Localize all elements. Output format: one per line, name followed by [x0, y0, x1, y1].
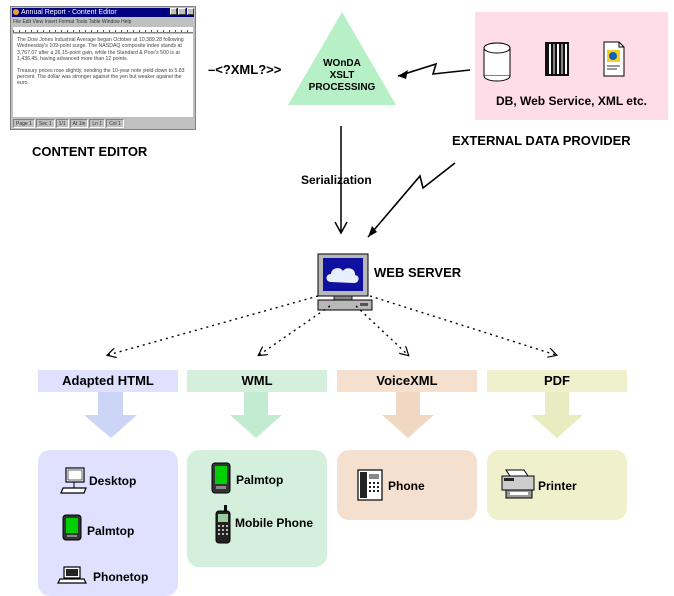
category-wml: WML	[187, 370, 327, 392]
xml-arrow-label: –<?XML?>>	[208, 62, 282, 77]
web-service-icon	[545, 42, 569, 76]
editor-menubar: File Edit View Insert Format Tools Table…	[13, 19, 132, 25]
editor-paragraph-1: The Dow Jones Industrial Average began O…	[17, 37, 184, 63]
editor-paragraph-2: Treasury prices rose slightly, sending t…	[17, 67, 185, 87]
lightning-link-top	[397, 62, 471, 77]
status-line: Ln 1	[89, 119, 106, 128]
desktop-icon	[60, 467, 87, 494]
editor-ruler	[13, 27, 193, 33]
device-wml-palmtop: Palmtop	[236, 473, 284, 487]
external-data-provider-label: EXTERNAL DATA PROVIDER	[452, 133, 631, 148]
web-server-label: WEB SERVER	[374, 265, 462, 280]
wml-flow-arrow	[230, 392, 282, 438]
database-icon	[483, 42, 511, 82]
pdf-flow-arrow	[531, 392, 583, 438]
processor-line-3: PROCESSING	[308, 82, 376, 93]
device-mobile-phone: Mobile Phone	[235, 516, 313, 530]
device-palmtop: Palmtop	[87, 524, 135, 538]
web-server-icon	[317, 253, 373, 311]
arrow-to-pdf	[369, 295, 556, 355]
serialization-label: Serialization	[301, 173, 372, 187]
editor-title: Annual Report - Content Editor	[21, 9, 117, 16]
arrow-to-html	[108, 295, 319, 355]
device-desktop: Desktop	[89, 474, 137, 488]
xml-document-icon	[603, 41, 625, 77]
window-buttons	[170, 8, 194, 15]
printer-icon	[501, 469, 535, 499]
phonetop-icon	[57, 566, 87, 584]
device-printer: Printer	[538, 479, 577, 493]
status-col: Col 1	[106, 119, 124, 128]
distribution-arrows	[108, 295, 556, 355]
voicexml-flow-arrow	[382, 392, 434, 438]
arrow-to-voicexml	[355, 305, 408, 355]
processor-line-2: XSLT	[329, 70, 355, 81]
status-page: Page 1	[13, 119, 35, 128]
xslt-processing-label: WOnDA XSLT PROCESSING	[292, 58, 392, 94]
html-flow-arrow	[84, 392, 137, 438]
processor-line-1: WOnDA	[323, 58, 361, 69]
editor-document: The Dow Jones Industrial Average began O…	[13, 34, 193, 117]
wml-palmtop-icon	[211, 462, 231, 494]
editor-app-icon	[13, 9, 19, 15]
category-adapted-html: Adapted HTML	[38, 370, 178, 392]
device-phonetop: Phonetop	[93, 570, 149, 584]
category-pdf: PDF	[487, 370, 627, 392]
status-section: Sec 1	[35, 119, 55, 128]
category-voicexml: VoiceXML	[337, 370, 477, 392]
phone-icon	[357, 469, 383, 501]
mobile-phone-icon	[215, 505, 231, 544]
status-pages: 1/1	[55, 119, 69, 128]
device-phone: Phone	[388, 479, 425, 493]
lightning-link-server	[367, 162, 456, 238]
xslt-processing-triangle	[288, 12, 396, 105]
editor-titlebar: Annual Report - Content Editor	[12, 8, 194, 17]
editor-statusbar: Page 1 Sec 1 1/1 At 1in Ln 1 Col 1	[13, 119, 193, 128]
content-editor-window: Annual Report - Content Editor File Edit…	[10, 6, 196, 130]
palmtop-icon	[62, 514, 82, 541]
arrow-to-wml	[259, 305, 331, 355]
content-editor-label: CONTENT EDITOR	[32, 144, 148, 159]
provider-caption: DB, Web Service, XML etc.	[496, 94, 647, 108]
status-at: At 1in	[69, 119, 89, 128]
